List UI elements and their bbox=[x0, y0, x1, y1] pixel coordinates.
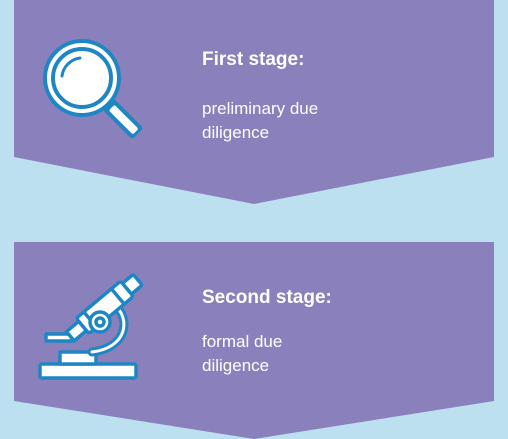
stage-title: Second stage: bbox=[202, 287, 332, 308]
stage-title: First stage: bbox=[202, 49, 305, 70]
description-line: formal due bbox=[202, 332, 283, 351]
microscope-icon bbox=[38, 273, 144, 380]
stage-first: First stage: preliminary due diligence bbox=[14, 0, 494, 204]
stage-description: formal due diligence bbox=[202, 330, 402, 378]
description-line: diligence bbox=[202, 123, 270, 142]
magnifying-glass-icon bbox=[43, 39, 143, 139]
stage-second: Second stage: formal due diligence bbox=[14, 242, 494, 439]
stage-description: preliminary due diligence bbox=[202, 97, 402, 145]
stage-band bbox=[14, 242, 494, 439]
description-line: diligence bbox=[202, 356, 270, 375]
description-line: preliminary due bbox=[202, 99, 319, 118]
